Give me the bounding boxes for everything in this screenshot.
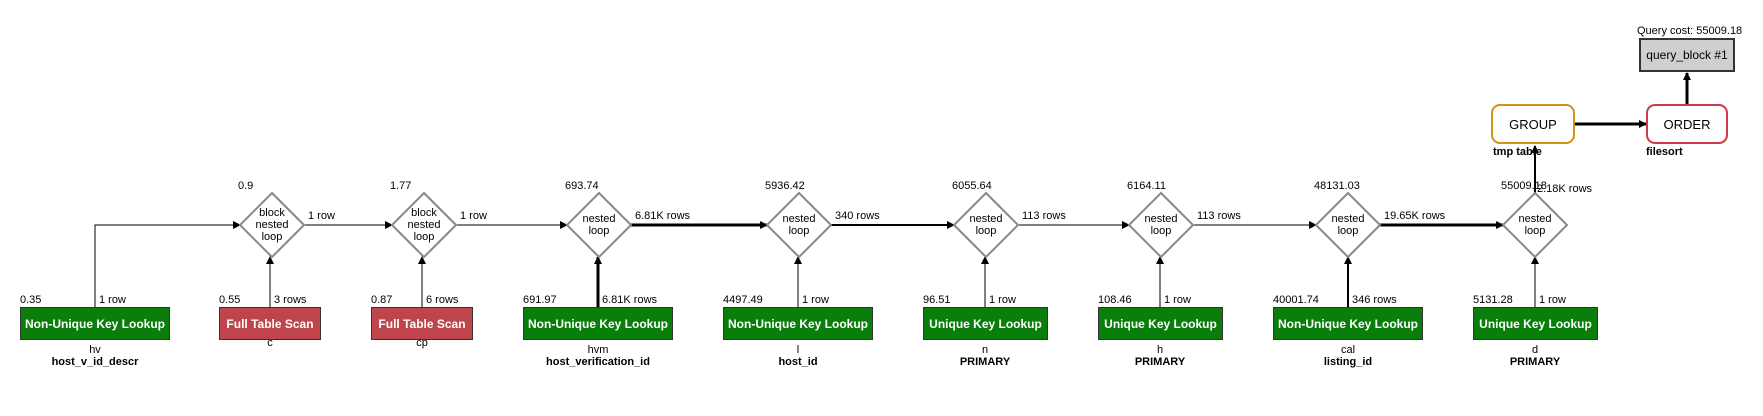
table-1-cost: 0.35 — [20, 294, 42, 306]
join-7-out-rows: 19.65K rows — [1384, 210, 1446, 222]
group-node[interactable]: GROUP — [1491, 104, 1575, 144]
join-8-cost: 55009.18 — [1501, 180, 1547, 192]
table-5-cost: 4497.49 — [723, 294, 763, 306]
join-8-diamond[interactable] — [1501, 191, 1569, 259]
edge-table-1-to-join-1 — [94, 221, 241, 307]
table-3-cost: 0.87 — [371, 294, 393, 306]
table-4-access-box[interactable]: Non-Unique Key Lookup — [523, 307, 673, 340]
table-2-rows: 3 rows — [274, 294, 307, 306]
table-6-alias: n — [981, 344, 989, 356]
table-4-alias: hvm — [587, 344, 609, 356]
join-1-cost: 0.9 — [238, 180, 254, 192]
table-7-alias: h — [1156, 344, 1164, 356]
order-node[interactable]: ORDER — [1646, 104, 1728, 144]
join-1-diamond[interactable] — [238, 191, 306, 259]
table-3-access-box[interactable]: Full Table Scan — [371, 307, 473, 340]
table-6-key: PRIMARY — [959, 356, 1011, 368]
table-7-key: PRIMARY — [1134, 356, 1186, 368]
join-2-label: block nested loop — [407, 207, 441, 243]
table-6-access-box[interactable]: Unique Key Lookup — [923, 307, 1048, 340]
table-6-cost: 96.51 — [923, 294, 951, 306]
table-8-key: listing_id — [1323, 356, 1373, 368]
group-tmp-table-label: tmp table — [1493, 146, 1542, 158]
table-8-access-box[interactable]: Non-Unique Key Lookup — [1273, 307, 1423, 340]
join-7-label: nested loop — [1331, 213, 1365, 237]
join-2-out-rows: 1 row — [460, 210, 487, 222]
table-9-key: PRIMARY — [1509, 356, 1561, 368]
table-3-rows: 6 rows — [426, 294, 459, 306]
table-9-alias: d — [1531, 344, 1539, 356]
join-4-out-rows: 340 rows — [835, 210, 880, 222]
table-9-rows: 1 row — [1539, 294, 1566, 306]
table-1-rows: 1 row — [99, 294, 126, 306]
join-4-cost: 5936.42 — [765, 180, 805, 192]
query-block-node[interactable]: query_block #1 — [1639, 38, 1735, 72]
group-label: GROUP — [1509, 116, 1557, 132]
table-4-cost: 691.97 — [523, 294, 557, 306]
join-2-cost: 1.77 — [390, 180, 412, 192]
table-6-rows: 1 row — [989, 294, 1016, 306]
join-6-diamond[interactable] — [1127, 191, 1195, 259]
order-filesort-label: filesort — [1646, 146, 1683, 158]
table-8-alias: cal — [1340, 344, 1356, 356]
join-3-diamond[interactable] — [565, 191, 633, 259]
table-1-access-box[interactable]: Non-Unique Key Lookup — [20, 307, 170, 340]
table-8-cost: 40001.74 — [1273, 294, 1319, 306]
join-5-out-rows: 113 rows — [1022, 210, 1066, 222]
table-2-cost: 0.55 — [219, 294, 241, 306]
join-7-cost: 48131.03 — [1314, 180, 1360, 192]
join-3-out-rows: 6.81K rows — [635, 210, 691, 222]
table-5-rows: 1 row — [802, 294, 829, 306]
table-4-key: host_verification_id — [546, 356, 650, 368]
table-5-key: host_id — [778, 356, 818, 368]
table-5-alias: l — [796, 344, 800, 356]
query-cost-label: Query cost: 55009.18 — [1637, 25, 1743, 37]
table-9-access-box[interactable]: Unique Key Lookup — [1473, 307, 1598, 340]
join-6-cost: 6164.11 — [1127, 180, 1166, 192]
table-5-access-box[interactable]: Non-Unique Key Lookup — [723, 307, 873, 340]
table-1-alias: hv — [89, 344, 101, 356]
join-7-diamond[interactable] — [1314, 191, 1382, 259]
join-8-label: nested loop — [1518, 213, 1552, 237]
join-6-out-rows: 113 rows — [1197, 210, 1241, 222]
join-4-diamond[interactable] — [765, 191, 833, 259]
table-2-alias: c — [267, 337, 273, 349]
table-9-cost: 5131.28 — [1473, 294, 1513, 306]
table-7-rows: 1 row — [1164, 294, 1191, 306]
join-5-label: nested loop — [969, 213, 1003, 237]
join-1-out-rows: 1 row — [308, 210, 335, 222]
join-1-label: block nested loop — [255, 207, 289, 243]
join-3-label: nested loop — [582, 213, 616, 237]
query-block-label: query_block #1 — [1646, 48, 1728, 62]
join-6-label: nested loop — [1144, 213, 1178, 237]
table-4-rows: 6.81K rows — [602, 294, 658, 306]
table-7-cost: 108.46 — [1098, 294, 1132, 306]
table-1-key: host_v_id_descr — [51, 356, 139, 368]
join-8-out-rows: 2.18K rows — [1537, 183, 1593, 195]
table-2-access-box[interactable]: Full Table Scan — [219, 307, 321, 340]
join-4-label: nested loop — [782, 213, 816, 237]
table-7-access-box[interactable]: Unique Key Lookup — [1098, 307, 1223, 340]
join-5-cost: 6055.64 — [952, 180, 992, 192]
table-8-rows: 346 rows — [1352, 294, 1397, 306]
join-5-diamond[interactable] — [952, 191, 1020, 259]
join-2-diamond[interactable] — [390, 191, 458, 259]
join-3-cost: 693.74 — [565, 180, 599, 192]
table-3-alias: cp — [416, 337, 428, 349]
order-label: ORDER — [1663, 116, 1711, 132]
